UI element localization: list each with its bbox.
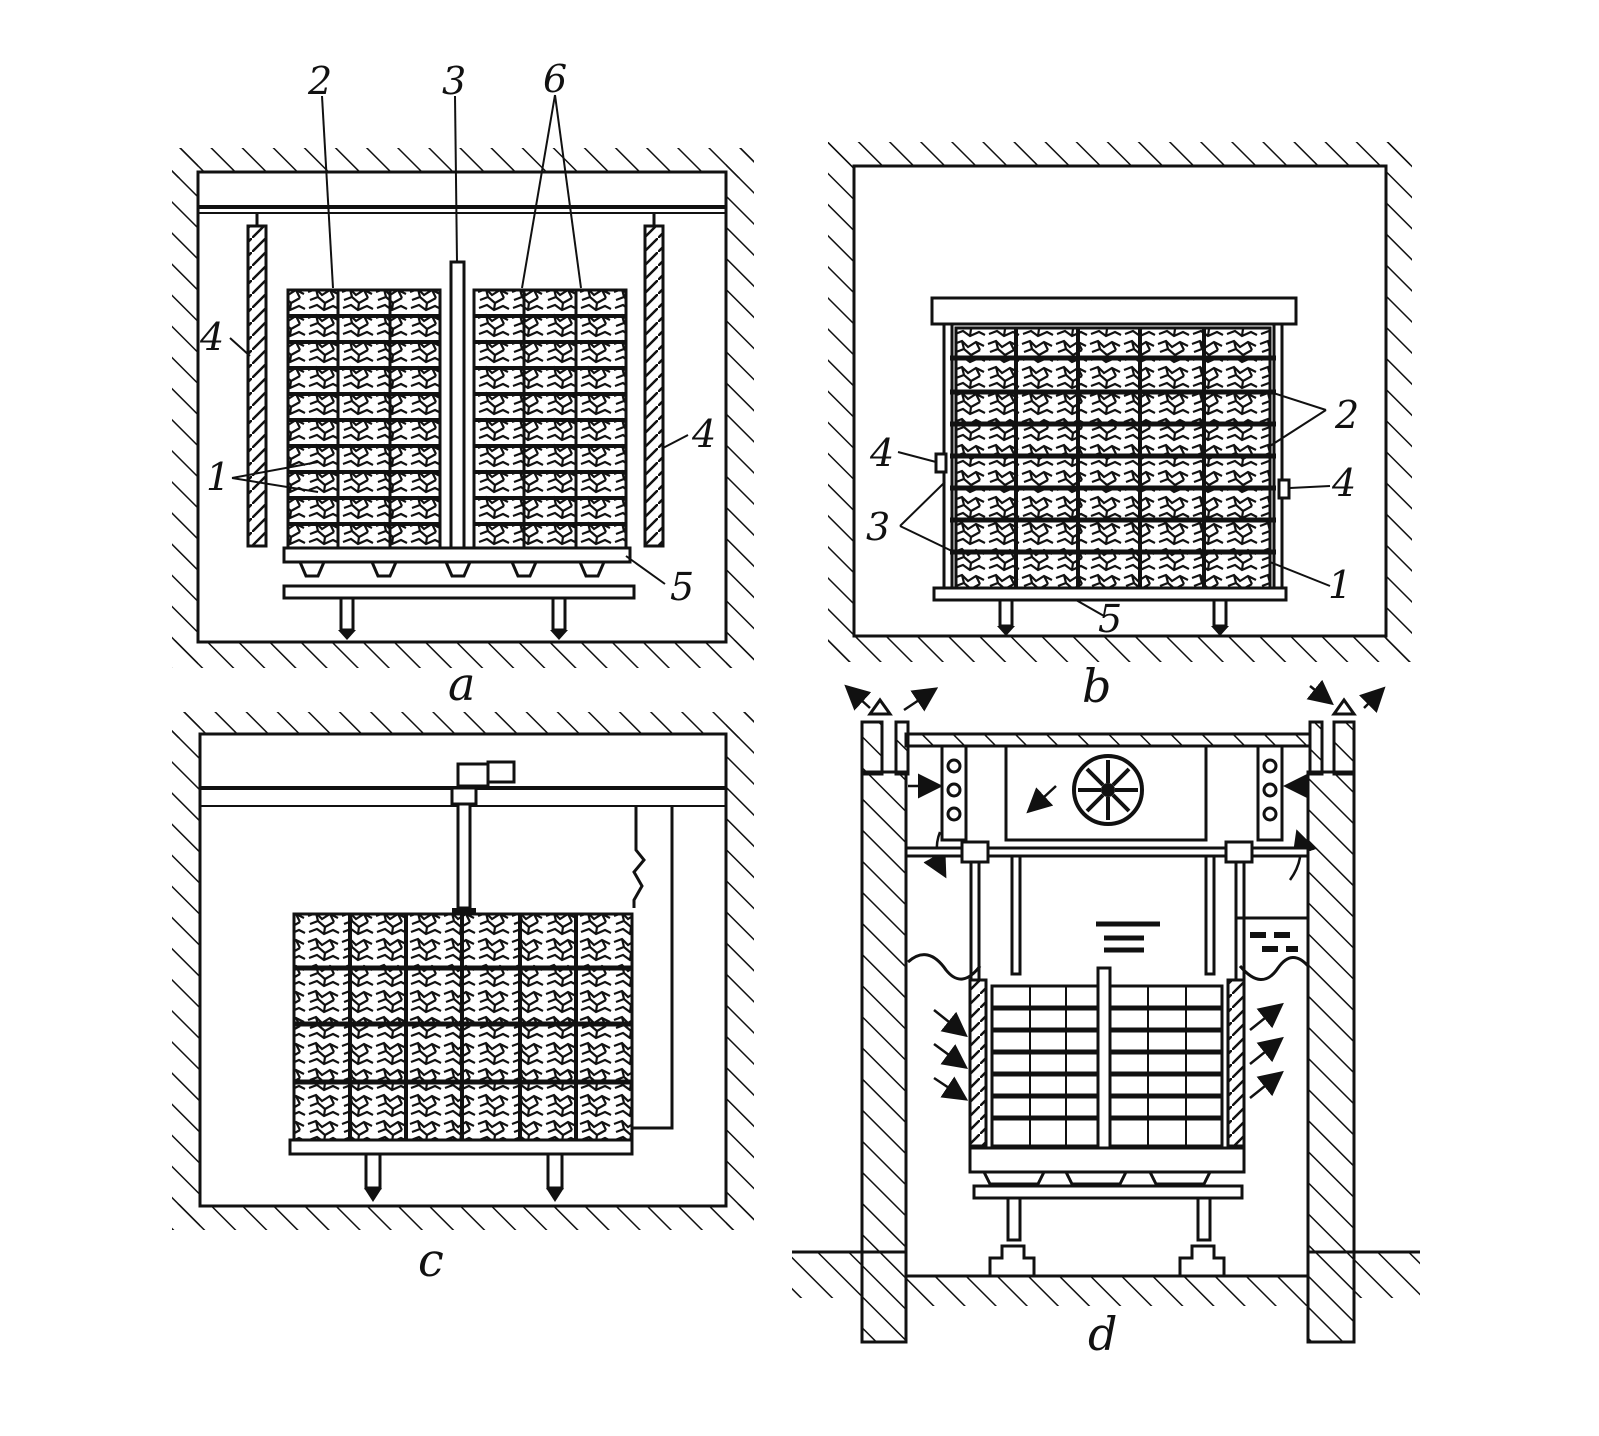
- label-a-4-right: 4: [691, 412, 716, 456]
- panel-a-leaders: [229, 94, 689, 585]
- caption-c: c: [418, 1233, 444, 1287]
- panel-a-heaters: [246, 213, 665, 548]
- label-b-1: 1: [1328, 563, 1352, 607]
- label-a-6: 6: [543, 57, 567, 101]
- label-b-5: 5: [1098, 597, 1122, 641]
- label-b-4-left: 4: [869, 431, 894, 475]
- panel-c-cable: [632, 806, 674, 1130]
- panel-d-frame: [904, 840, 1310, 982]
- panel-d-bogie: [968, 1146, 1246, 1278]
- panel-a-center-post: [449, 260, 466, 550]
- panel-d-vents: [844, 679, 1386, 716]
- label-b-2: 2: [1334, 393, 1359, 437]
- panel-a-stack-right: [472, 288, 628, 550]
- panel-b-hood: [930, 296, 1298, 326]
- panel-a: 2 3 6 4 4 1 5 a: [172, 57, 754, 711]
- panel-c-hoist: [450, 760, 516, 916]
- panel-d-fan: [1004, 744, 1208, 842]
- panel-b-leaders: [897, 391, 1331, 617]
- panel-c-stack: [292, 912, 634, 1142]
- panel-b: 2 4 4 3 1 5 b: [828, 142, 1412, 713]
- label-b-4-right: 4: [1331, 461, 1356, 505]
- panel-b-labels: 2 4 4 3 1 5 b: [866, 393, 1359, 713]
- panel-d-curtains: [906, 953, 1310, 981]
- label-a-1: 1: [206, 455, 230, 499]
- panel-c: c: [172, 712, 754, 1287]
- panel-a-bogie: [282, 546, 636, 640]
- label-a-3: 3: [442, 59, 466, 103]
- panel-d-foundation: [792, 1250, 1420, 1344]
- panel-d-heaters: [933, 978, 1284, 1148]
- panel-c-bogie: [288, 1138, 634, 1202]
- panel-b-stack: [934, 322, 1291, 596]
- panel-b-bogie: [932, 586, 1288, 636]
- panel-d-charge: [990, 966, 1224, 1150]
- caption-d: d: [1088, 1307, 1117, 1361]
- label-b-3: 3: [866, 505, 890, 549]
- panel-d: d: [792, 679, 1420, 1361]
- panel-a-stack-left: [286, 288, 442, 550]
- caption-a: a: [448, 657, 475, 711]
- label-a-4-left: 4: [199, 315, 224, 359]
- caption-b: b: [1082, 659, 1111, 713]
- label-a-5: 5: [670, 565, 694, 609]
- panel-d-ducts: [908, 744, 1317, 881]
- label-a-2: 2: [307, 59, 332, 103]
- panel-a-labels: 2 3 6 4 4 1 5 a: [199, 57, 716, 711]
